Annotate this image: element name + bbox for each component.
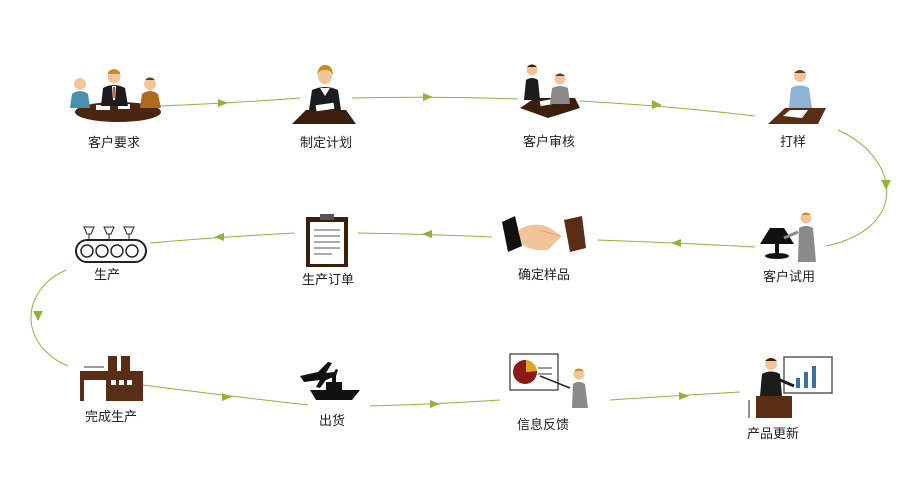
step-label-customer-trial: 客户试用 — [762, 270, 816, 285]
lamp-trial-icon — [760, 212, 816, 262]
growth-chart-icon — [748, 356, 833, 418]
step-label-confirm-sample: 确定样品 — [517, 268, 571, 283]
connector-4-5 — [825, 129, 888, 247]
step-label-sampling: 打样 — [779, 135, 807, 150]
presentation-icon — [509, 353, 588, 408]
step-label-production-complete: 完成生产 — [84, 410, 138, 425]
planner-icon — [292, 65, 356, 124]
arrowhead-3 — [652, 100, 662, 109]
step-label-customer-review: 客户审核 — [522, 135, 576, 150]
connectors — [30, 96, 888, 407]
step-label-product-update: 产品更新 — [746, 427, 800, 442]
arrowhead-8 — [33, 311, 43, 321]
arrowhead-7 — [214, 233, 224, 241]
factory-icon — [80, 356, 143, 401]
connector-6-7 — [357, 232, 493, 238]
drafting-icon — [768, 70, 826, 124]
conveyor-icon — [75, 226, 147, 263]
step-label-customer-requirement: 客户要求 — [87, 136, 141, 151]
connector-11-12 — [609, 391, 741, 401]
connector-3-4 — [579, 100, 756, 117]
arrowhead-6 — [422, 230, 432, 238]
step-label-make-plan: 制定计划 — [299, 136, 353, 151]
step-label-shipment: 出货 — [318, 414, 346, 429]
shipping-icon — [300, 362, 360, 400]
connector-1-2 — [159, 97, 301, 107]
arrowhead-11 — [679, 392, 689, 400]
meeting-icon — [70, 69, 161, 122]
clipboard-icon — [306, 214, 348, 267]
review-icon — [520, 64, 580, 118]
connector-8-9 — [30, 269, 69, 367]
arrowhead-5 — [671, 239, 681, 247]
arrowhead-4 — [881, 180, 891, 190]
connector-arrowheads — [33, 93, 891, 408]
step-label-feedback: 信息反馈 — [516, 418, 570, 433]
step-label-production: 生产 — [93, 268, 121, 283]
connector-2-3 — [351, 96, 519, 100]
handshake-icon — [502, 216, 586, 252]
arrowhead-2 — [423, 93, 433, 101]
arrowhead-9 — [222, 393, 232, 401]
arrowhead-1 — [218, 99, 228, 107]
arrowhead-10 — [430, 400, 440, 408]
step-label-production-order: 生产订单 — [301, 273, 355, 288]
